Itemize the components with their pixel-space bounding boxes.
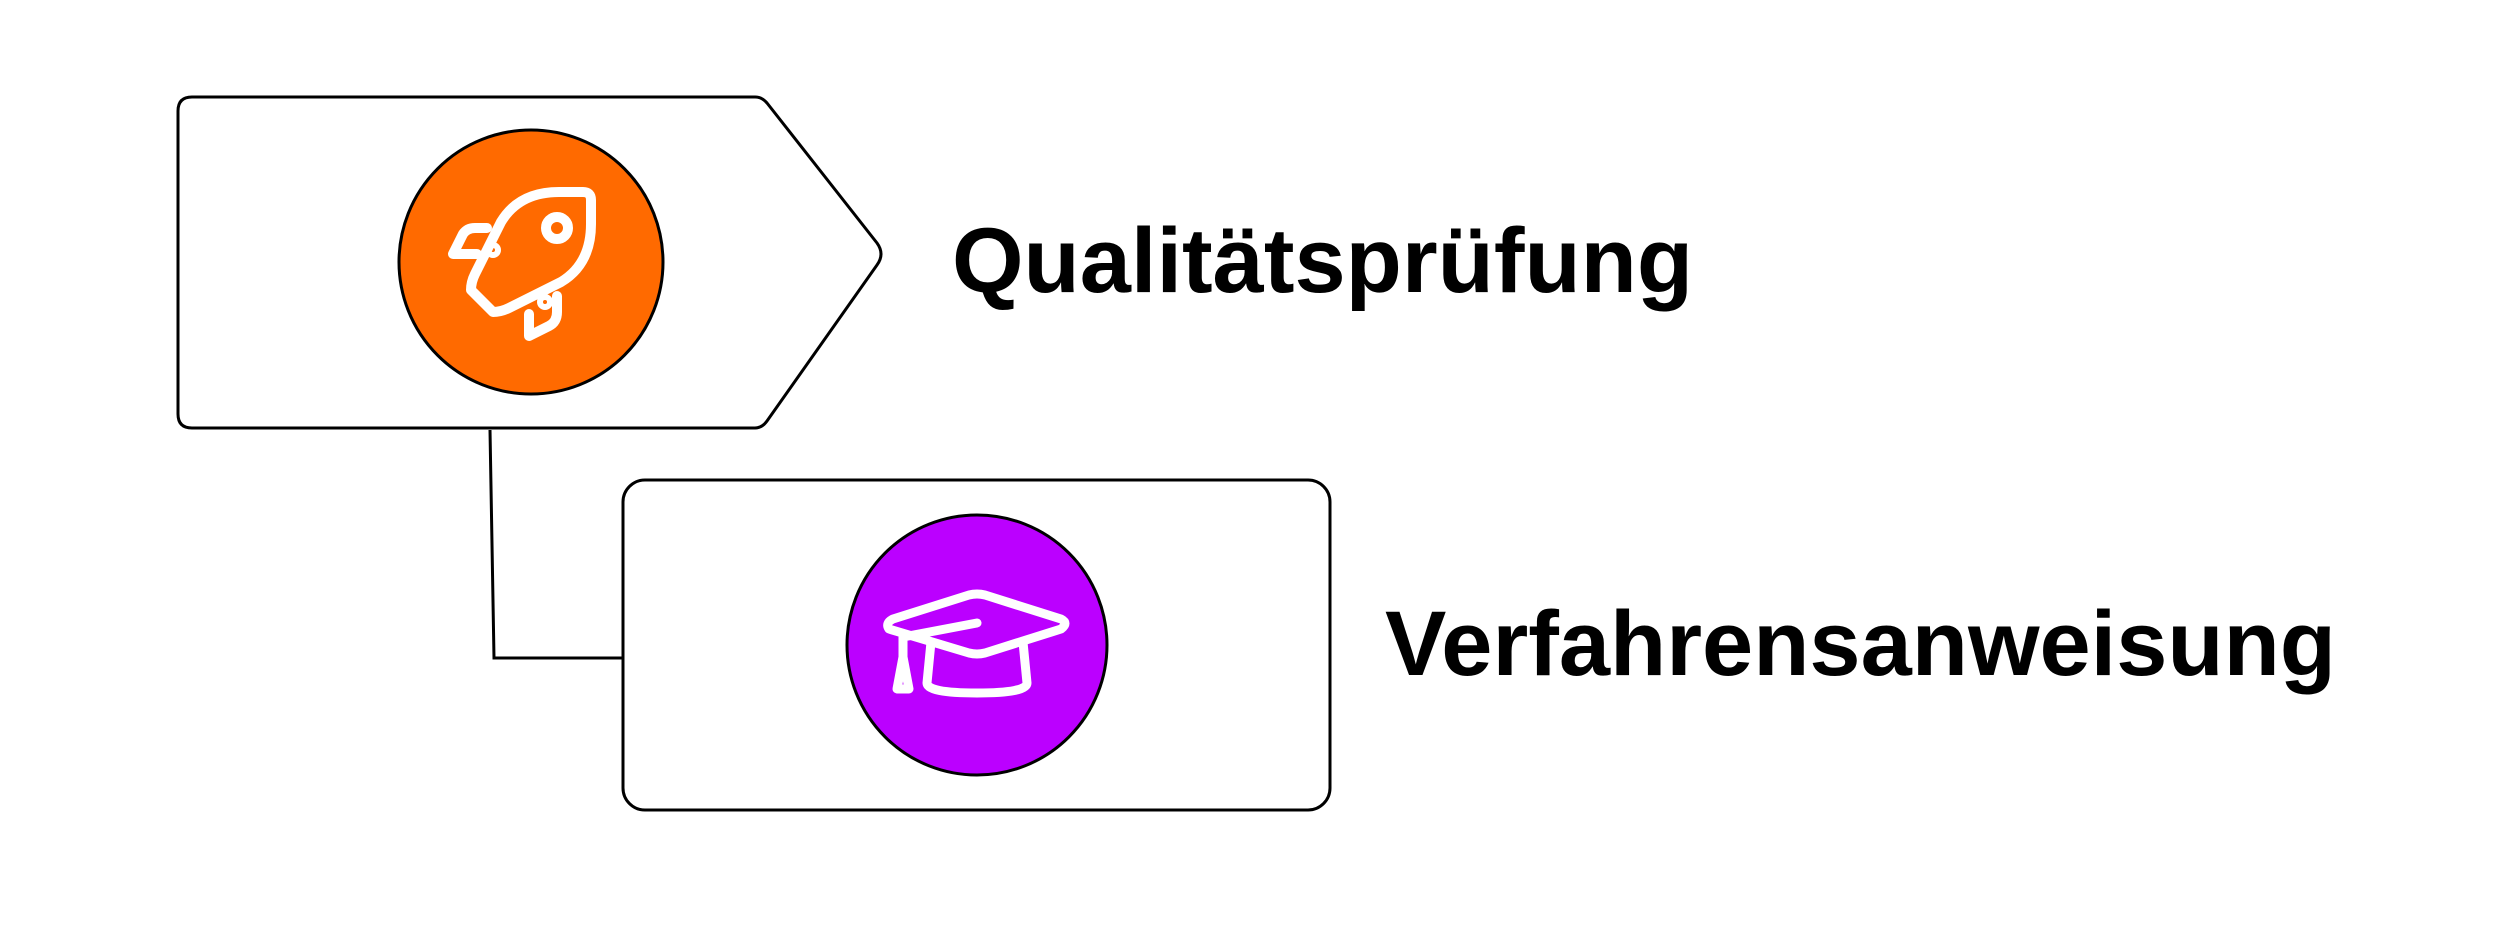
graduation-cap-icon (883, 589, 1070, 698)
node-icon-circle (397, 128, 665, 396)
connector-line (488, 429, 623, 660)
node-icon-circle (845, 513, 1109, 777)
node-verfahrensanweisung[interactable]: Verfahrensanweisung (621, 478, 2336, 812)
node-label: Verfahrensanweisung (1385, 593, 2336, 695)
node-qualitaetspruefung[interactable]: Qualitätsprüfung (176, 95, 1693, 430)
node-label: Qualitätsprüfung (952, 210, 1693, 312)
rocket-icon (448, 187, 596, 341)
